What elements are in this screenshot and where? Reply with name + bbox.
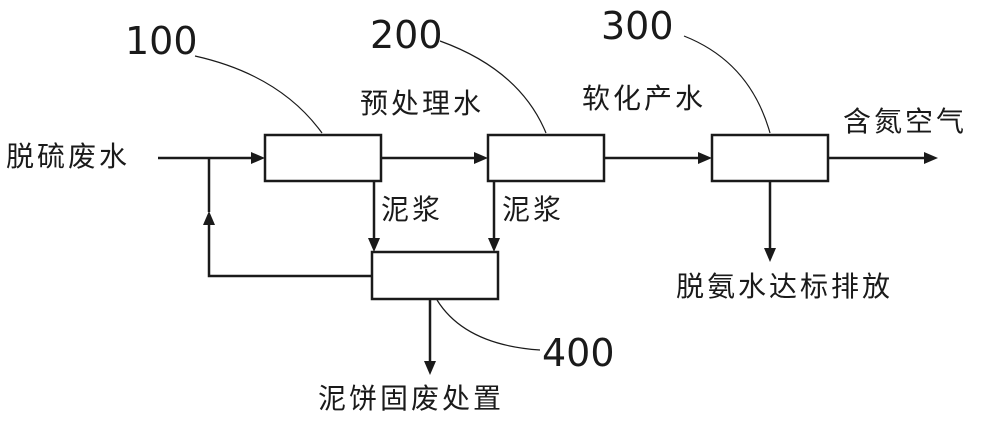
unit-100-label: 100 [125,19,198,63]
unit-300-box [710,133,830,183]
sludge-1-arrowhead [368,238,380,252]
ammonia-air-label: 含氮空气 [843,105,968,138]
cake-disposal-label: 泥饼固废处置 [318,382,505,415]
air-outlet-arrowhead [924,152,938,164]
sludge-2-label: 泥浆 [502,193,565,226]
leader-100 [194,55,323,134]
unit-300-label: 300 [601,4,674,48]
flow-100-to-200-arrowhead [474,152,488,164]
unit-100-box [263,133,383,183]
unit-200-box [486,133,606,183]
recycle-arrowhead [203,211,215,225]
softened-water-label: 软化产水 [582,82,707,115]
inlet-label: 脱硫废水 [6,140,131,173]
sludge-2-arrowhead [488,238,500,252]
cake-disposal-arrowhead [424,361,436,375]
discharge-arrowhead [764,248,776,262]
discharge-label: 脱氨水达标排放 [676,270,894,303]
unit-200-label: 200 [370,13,443,57]
unit-400-box [370,250,500,301]
flow-200-to-300-arrowhead [698,152,712,164]
leader-400 [436,299,541,351]
leader-300 [683,35,771,134]
recycle-line [207,225,372,278]
pretreated-water-label: 预处理水 [360,87,485,120]
inlet-arrowhead [251,152,265,164]
leader-200 [439,40,547,134]
unit-400-label: 400 [542,331,615,375]
sludge-1-label: 泥浆 [381,193,444,226]
